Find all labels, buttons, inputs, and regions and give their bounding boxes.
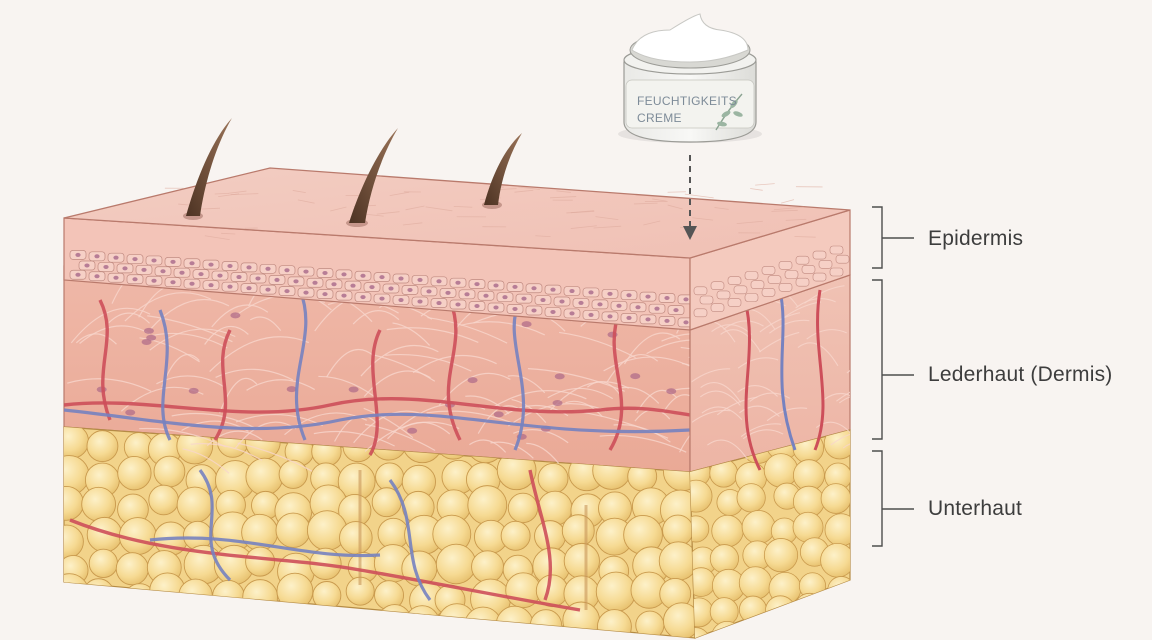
jar-label-line-2: CREME — [637, 111, 682, 125]
hairs — [183, 118, 522, 227]
hair-3 — [482, 133, 522, 209]
blood-vessels — [64, 289, 691, 612]
label-dermis: Lederhaut (Dermis) — [928, 363, 1113, 386]
leaf-icon — [715, 93, 743, 131]
label-epidermis: Epidermis — [928, 227, 1024, 250]
bracket-dermis — [872, 279, 914, 440]
bracket-subcutis — [872, 450, 914, 547]
epidermis-cells — [69, 250, 695, 328]
jar-label-line-1: FEUCHTIGKEITS — [637, 94, 737, 108]
application-arrow — [683, 155, 697, 240]
side-face — [689, 209, 851, 639]
fat-cells — [64, 427, 695, 638]
hair-2 — [346, 128, 398, 227]
bracket-epidermis — [872, 206, 914, 269]
front-face — [63, 217, 696, 639]
cream-jar: FEUCHTIGKEITS CREME — [618, 13, 762, 143]
hair-1 — [183, 118, 232, 220]
label-subcutis: Unterhaut — [928, 497, 1023, 520]
